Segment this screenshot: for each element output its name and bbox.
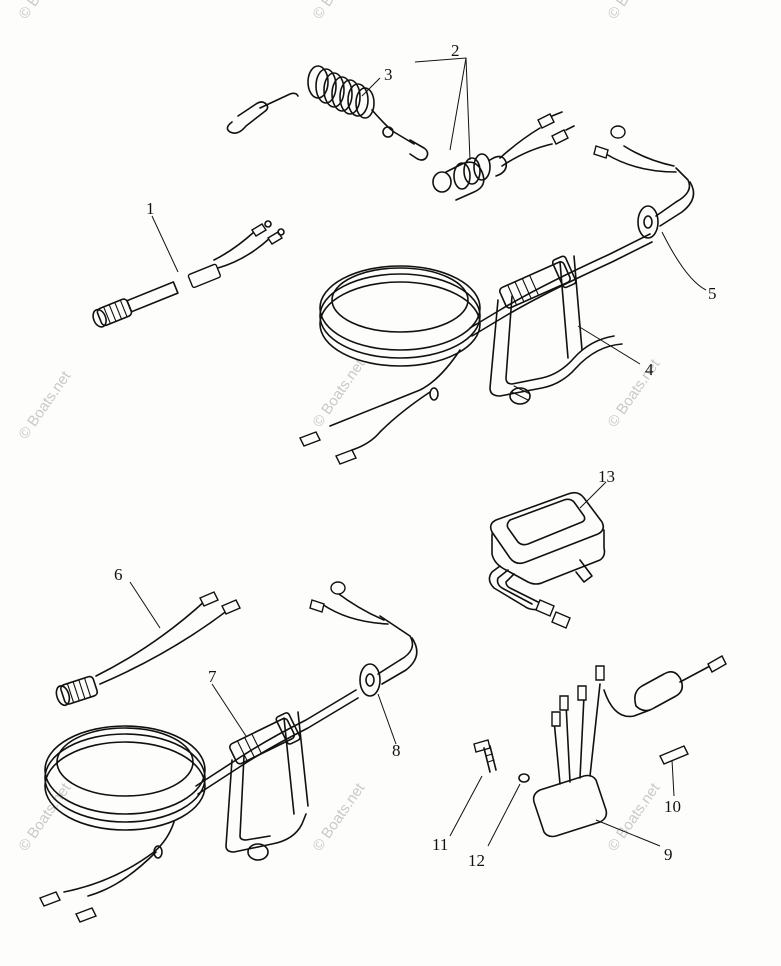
callout-2: 2 [451, 41, 460, 60]
watermark-mid-upper: © Boats.net [309, 355, 368, 430]
callout-8: 8 [392, 741, 401, 760]
callout-1: 1 [146, 199, 155, 218]
callout-13: 13 [598, 467, 615, 486]
part-7-cable-assembly [39, 581, 418, 923]
watermark-top-mid: © Boats.net [309, 0, 368, 22]
lanyard-coil [307, 65, 375, 119]
callout-5: 5 [708, 284, 717, 303]
callout-9: 9 [664, 845, 673, 864]
watermark-left: © Boats.net [15, 367, 74, 442]
watermark-lower-mid: © Boats.net [309, 779, 368, 854]
callout-11: 11 [432, 835, 448, 854]
part-13-module [488, 491, 606, 629]
callout-4: 4 [645, 360, 654, 379]
part-9-rectifier [532, 655, 727, 838]
cable-coil-lower [44, 725, 206, 831]
callout-6: 6 [114, 565, 123, 584]
watermark-right-upper: © Boats.net [604, 355, 663, 430]
stop-switch-body [432, 153, 508, 201]
watermark-top-right: © Boats.net [604, 0, 663, 22]
callout-labels: 1 2 3 4 5 6 7 8 9 10 11 12 13 [114, 41, 717, 870]
leader-lines [129, 57, 707, 847]
part-11-bolt [473, 739, 497, 773]
watermark-lower-right: © Boats.net [604, 779, 663, 854]
part-4-cable-assembly [299, 125, 695, 465]
part-1-harness-lead [92, 220, 285, 328]
callout-10: 10 [664, 797, 681, 816]
part-12-washer [518, 773, 530, 783]
part-6-harness-lead [55, 591, 241, 707]
callout-3: 3 [384, 65, 393, 84]
callout-12: 12 [468, 851, 485, 870]
cable-coil-upper [319, 265, 481, 367]
watermark-top-left: © Boats.net [15, 0, 74, 22]
callout-7: 7 [208, 667, 217, 686]
part-stop-switch-lanyard [226, 65, 575, 201]
